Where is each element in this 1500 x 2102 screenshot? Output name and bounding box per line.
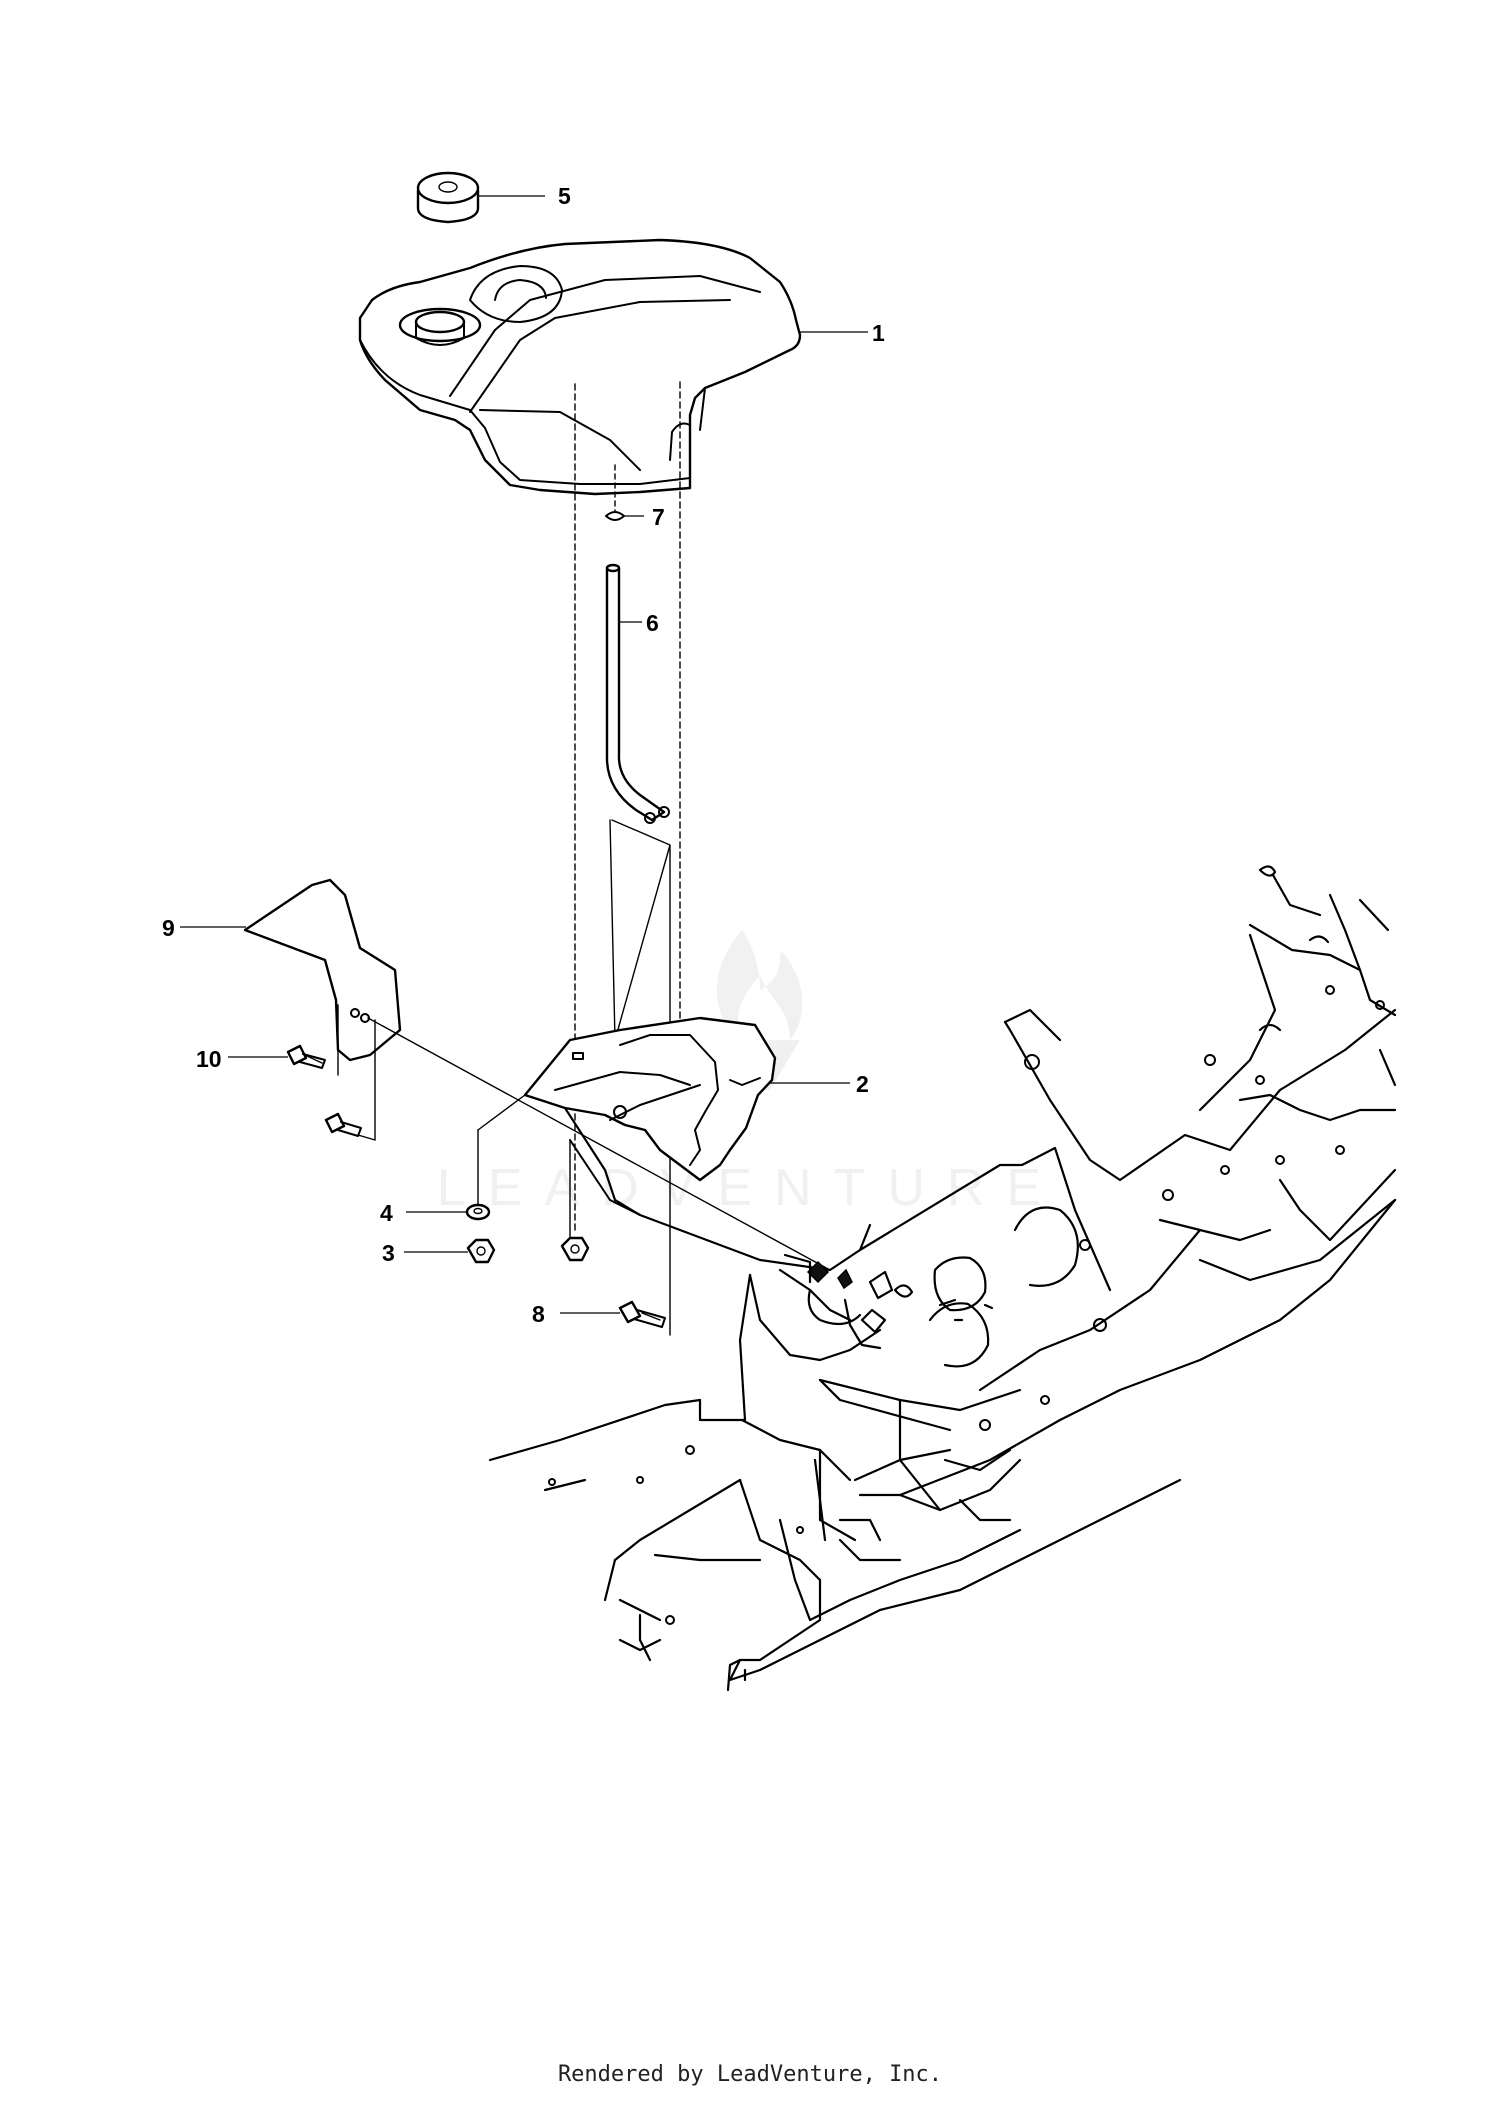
callout-6: 6: [646, 610, 659, 636]
fuel-tank: [358, 238, 868, 1233]
callout-4: 4: [380, 1200, 393, 1226]
footer-credit: Rendered by LeadVenture, Inc.: [557, 2062, 943, 2087]
nut-3: [404, 1238, 496, 1264]
screw-lower: [324, 1112, 362, 1137]
washer-4: [406, 1203, 491, 1221]
callout-10: 10: [196, 1046, 222, 1072]
tank-bracket: [477, 1016, 872, 1272]
bolt-8: [560, 1300, 666, 1328]
callout-1: 1: [872, 320, 885, 346]
hose-clamp: [605, 464, 644, 521]
callout-8: 8: [532, 1301, 545, 1327]
callout-2: 2: [856, 1071, 869, 1097]
callout-labels: 5 1 7 6 9 2 10 4 3 8: [162, 183, 885, 1327]
fuel-cap: [416, 171, 545, 224]
callout-3: 3: [382, 1240, 395, 1266]
callout-5: 5: [558, 183, 571, 209]
heat-shield: [180, 878, 831, 1271]
watermark-flame-icon: [716, 930, 803, 1040]
watermark-text: LEADVENTURE: [437, 1159, 1063, 1217]
vent-hose: [605, 563, 671, 1336]
callout-7: 7: [652, 504, 665, 530]
screw-10: [228, 1044, 326, 1069]
nut-right: [560, 1236, 590, 1262]
callout-9: 9: [162, 915, 175, 941]
mower-frame: [488, 865, 1397, 1692]
